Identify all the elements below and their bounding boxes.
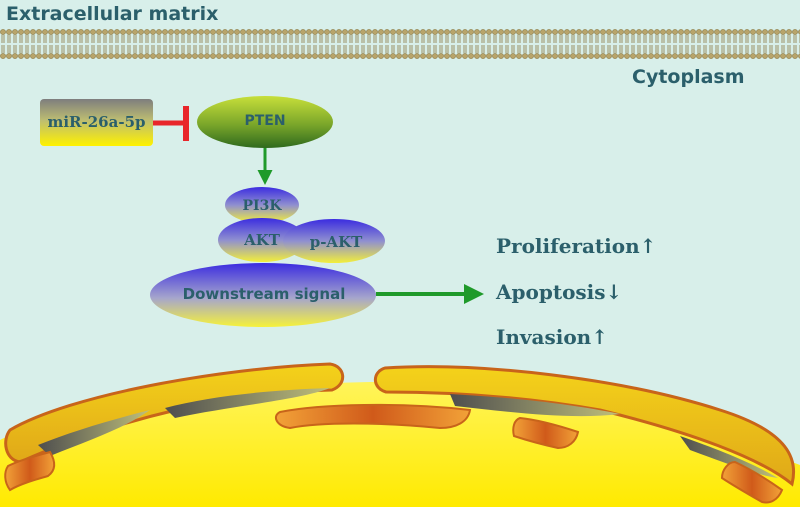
akt-label: AKT	[244, 231, 280, 249]
pakt-label: p-AKT	[309, 233, 363, 251]
nucleus	[0, 362, 800, 507]
extracellular-matrix-label: Extracellular matrix	[6, 3, 219, 25]
pten-node	[197, 96, 333, 148]
pten-label: PTEN	[244, 113, 286, 129]
pi3k-label: PI3K	[242, 198, 282, 214]
akt-node	[218, 218, 306, 262]
cell-membrane	[0, 28, 800, 60]
outcome-invasion: Invasion↑	[496, 325, 608, 349]
mir-26a-5p-node: miR-26a-5p	[40, 99, 153, 146]
outcome-apoptosis: Apoptosis↓	[496, 280, 623, 304]
pakt-node	[283, 219, 385, 263]
downstream-signal-label: Downstream signal	[182, 285, 346, 303]
cytoplasm-label: Cytoplasm	[632, 66, 745, 88]
inhibition-arrow	[153, 106, 189, 141]
pi3k-node	[225, 187, 299, 223]
downstream-signal-node	[150, 263, 376, 327]
mir-26a-5p-label: miR-26a-5p	[47, 113, 146, 131]
outcome-proliferation: Proliferation↑	[496, 234, 657, 258]
